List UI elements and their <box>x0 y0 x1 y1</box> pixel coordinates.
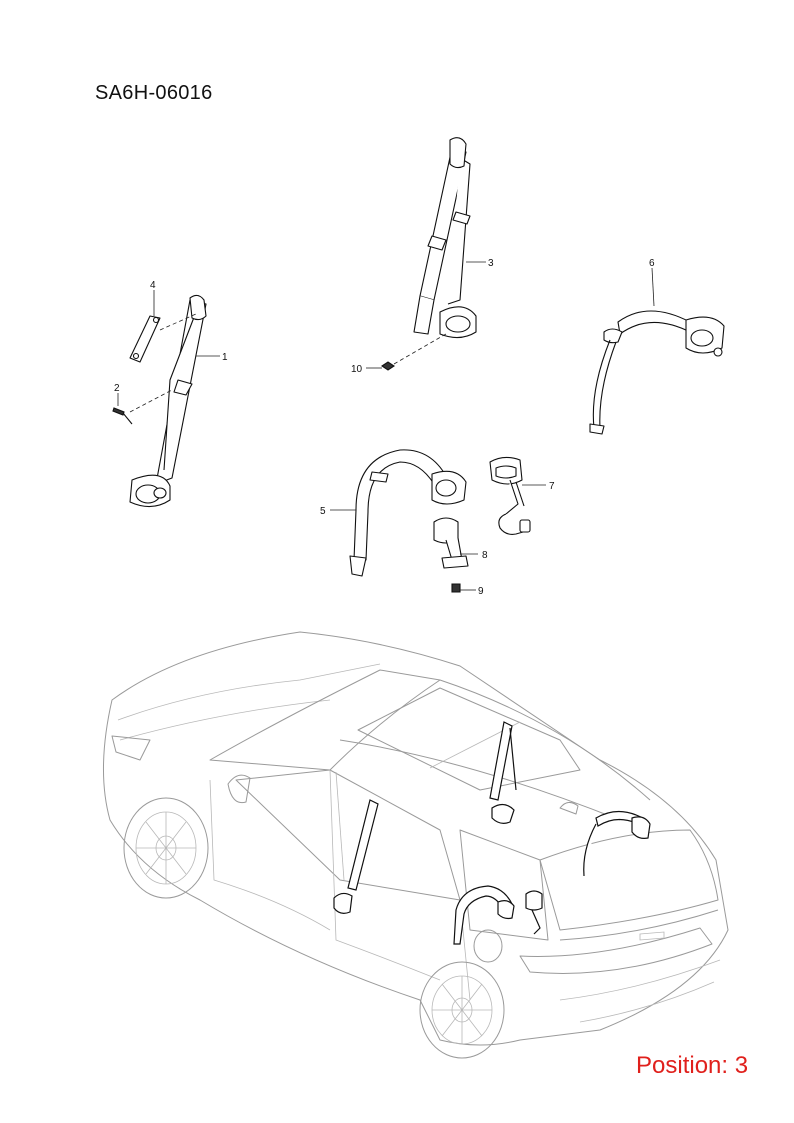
callout-10: 10 <box>351 364 363 375</box>
part-9-bolt[interactable] <box>451 583 461 593</box>
part-7-buckle[interactable] <box>489 456 531 535</box>
callout-5: 5 <box>320 506 326 517</box>
callout-9: 9 <box>478 586 484 597</box>
callout-4: 4 <box>150 280 156 291</box>
part-5-rear-center-belt[interactable] <box>349 449 467 577</box>
part-3-front-seat-belt[interactable] <box>413 137 477 339</box>
part-2-bolt[interactable] <box>112 407 133 425</box>
callout-7: 7 <box>549 481 555 492</box>
part-8-buckle-stalk[interactable] <box>433 517 469 569</box>
leader-lines <box>117 261 655 591</box>
callouts: 4 1 2 3 10 6 5 7 8 9 <box>114 258 655 597</box>
callout-2: 2 <box>114 383 120 394</box>
part-10-bolt[interactable] <box>381 361 395 371</box>
part-4-guide-bracket[interactable] <box>129 315 161 363</box>
part-6-rear-seat-belt[interactable] <box>589 310 725 435</box>
callout-8: 8 <box>482 550 488 561</box>
vehicle-illustration <box>103 631 729 1059</box>
callout-3: 3 <box>488 258 494 269</box>
callout-1: 1 <box>222 352 228 363</box>
part-1-front-seat-belt[interactable] <box>129 294 207 508</box>
callout-6: 6 <box>649 258 655 269</box>
installed-belts <box>333 721 651 945</box>
position-indicator: Position: 3 <box>636 1052 749 1079</box>
diagram-code: SA6H-06016 <box>95 82 213 104</box>
